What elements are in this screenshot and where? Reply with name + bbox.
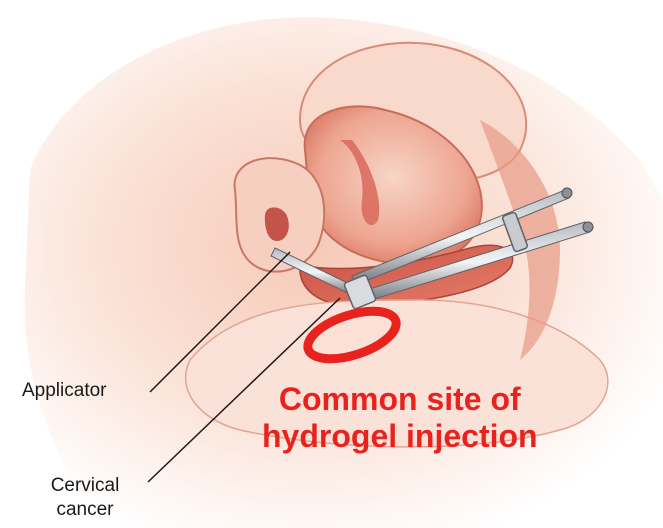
cervical-cancer-label-line1: Cervical xyxy=(51,475,120,496)
applicator-handle-tip-lower xyxy=(583,222,593,232)
annotation-line1: Common site of xyxy=(262,381,538,418)
applicator-label: Applicator xyxy=(22,379,107,403)
applicator-handle-tip-upper xyxy=(562,188,572,198)
annotation-line2: hydrogel injection xyxy=(262,418,538,455)
injection-site-annotation: Common site of hydrogel injection xyxy=(262,381,538,455)
cervical-cancer-label: Cervical cancer xyxy=(38,474,132,522)
cervical-cancer-label-line2: cancer xyxy=(56,499,113,520)
